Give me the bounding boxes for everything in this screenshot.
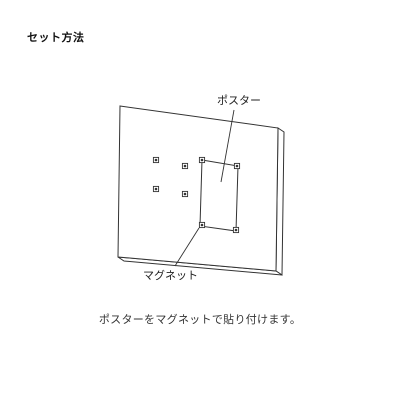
- left-magnet-group: [152, 156, 189, 198]
- magnet-icon: [198, 221, 206, 229]
- page-title: セット方法: [27, 31, 85, 44]
- magnet-icon: [233, 162, 241, 170]
- magnet-icon: [152, 156, 160, 164]
- instruction-caption: ポスターをマグネットで貼り付けます。: [98, 313, 302, 326]
- poster-sheet: [199, 159, 239, 232]
- magnet-icon: [198, 156, 206, 164]
- poster-leader-line: [220, 109, 235, 183]
- magnet-leader-line: [174, 227, 200, 267]
- magnet-icon: [181, 190, 189, 198]
- poster-label: ポスター: [217, 94, 261, 107]
- magnet-icon: [181, 162, 189, 170]
- magnet-icon: [152, 185, 160, 193]
- board: [117, 105, 279, 272]
- magnet-icon: [232, 226, 240, 234]
- poster-magnet-group: [198, 156, 241, 234]
- magnet-label: マグネット: [143, 268, 198, 282]
